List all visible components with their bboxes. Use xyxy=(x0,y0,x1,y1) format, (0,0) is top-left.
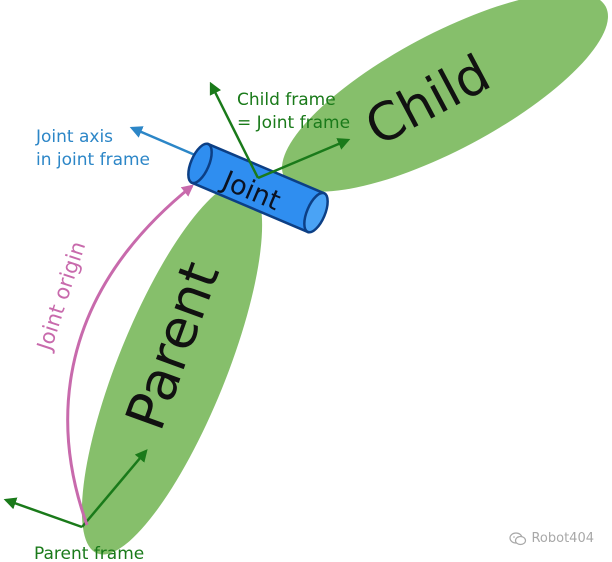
parent-frame-axis-up xyxy=(81,449,148,528)
watermark-text: Robot404 xyxy=(531,531,594,546)
joint-axis-arrow xyxy=(129,126,203,160)
child-frame-axis-right xyxy=(257,138,351,180)
watermark: Robot404 xyxy=(509,531,594,546)
wechat-icon xyxy=(509,531,527,545)
parent-link-shape xyxy=(81,181,263,555)
parent-frame-axis-left xyxy=(3,497,83,529)
joint-axis-label-line2: in joint frame xyxy=(36,150,150,170)
joint-cylinder xyxy=(187,142,329,234)
child-frame-label-line2: = Joint frame xyxy=(237,113,350,133)
joint-origin-arrow xyxy=(66,184,194,526)
joint-axis-label-line1: Joint axis xyxy=(35,127,113,147)
child-link-shape xyxy=(282,0,608,192)
child-frame-label-line1: Child frame xyxy=(237,90,336,110)
parent-frame-label: Parent frame xyxy=(34,544,144,562)
child-frame-axis-up xyxy=(209,81,260,179)
